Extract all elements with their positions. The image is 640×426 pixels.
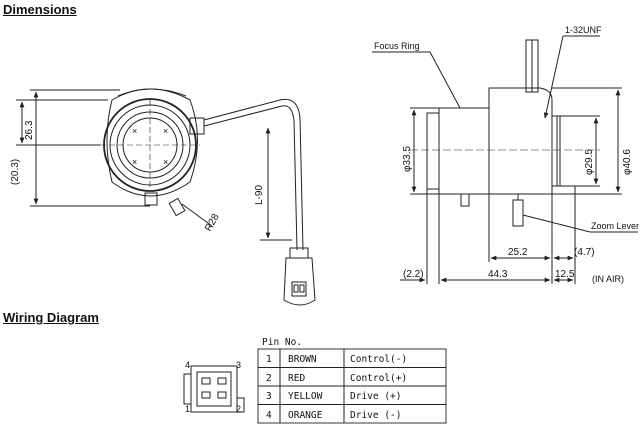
cable-connector-face	[291, 281, 307, 297]
dim-20-3: (20.3)	[10, 159, 21, 185]
connector-latch-left	[183, 373, 192, 405]
pin-row-3-func: Drive (+)	[350, 391, 401, 402]
len-4-7: (4.7)	[574, 247, 595, 258]
side-main-body	[488, 87, 553, 195]
connector-latch-right	[236, 397, 245, 413]
pin-label-1: 1	[185, 404, 190, 414]
pin-label-3: 3	[236, 360, 241, 370]
wiring-diagram-title: Wiring Diagram	[3, 310, 99, 325]
svg-text:×: ×	[132, 157, 137, 167]
dia-33-5: φ33.5	[402, 146, 413, 172]
dimensions-title: Dimensions	[3, 2, 77, 17]
side-front-flange	[426, 112, 440, 190]
side-view: Focus Ring 1-32UNF Zoom Lever φ33.5 φ29.…	[372, 25, 639, 284]
cable	[203, 98, 304, 251]
pin-row-2-no: 2	[266, 373, 272, 384]
len-25-2: 25.2	[508, 247, 528, 258]
pin-label-2: 2	[236, 404, 241, 414]
dia-40-6: φ40.6	[622, 149, 633, 175]
front-zoom-tab	[168, 197, 186, 217]
svg-text:×: ×	[163, 126, 168, 136]
pin-row-2-color: RED	[288, 373, 305, 384]
pin-row-4-color: ORANGE	[288, 410, 323, 421]
connector-face	[196, 371, 232, 407]
pin-1-slot	[201, 391, 211, 399]
cable-length-label: L-90	[254, 185, 265, 205]
pin-table: Pin No. 1 BROWN Control(-) 2 RED Control…	[257, 337, 447, 424]
side-zoom-lever	[512, 199, 524, 227]
svg-text:×: ×	[132, 126, 137, 136]
in-air-label: (IN AIR)	[592, 274, 624, 284]
pin-row-1-func: Control(-)	[350, 354, 407, 365]
side-focus-ring	[438, 107, 490, 195]
len-12-5: 12.5	[555, 269, 575, 280]
cable-boot	[289, 247, 309, 259]
pin-row-1-no: 1	[266, 354, 272, 365]
pin-row-2-func: Control(+)	[350, 373, 407, 384]
pin-row-4-func: Drive (-)	[350, 410, 401, 421]
radius-label: R28	[203, 212, 222, 234]
front-top-cap	[117, 88, 187, 97]
pin-row-4-no: 4	[266, 410, 272, 421]
front-bottom-tab	[144, 192, 158, 206]
pin-row-1-color: BROWN	[288, 354, 317, 365]
pin-3-slot	[217, 377, 227, 385]
len-44-3: 44.3	[488, 269, 508, 280]
pin-row-3-no: 3	[266, 391, 272, 402]
pin-2-slot	[217, 391, 227, 399]
len-2-2: (2.2)	[403, 269, 424, 280]
pin-row-3-color: YELLOW	[288, 391, 323, 402]
pin-label-4: 4	[185, 360, 190, 370]
thread-label: 1-32UNF	[565, 25, 602, 35]
wiring-connector: 4 3 1 2	[183, 360, 245, 414]
focus-ring-label: Focus Ring	[374, 41, 420, 51]
connector-body	[190, 365, 238, 413]
svg-text:×: ×	[163, 157, 168, 167]
dia-29-5: φ29.5	[584, 149, 595, 175]
front-view: × × × × L-90 R28 26.3 (20.3)	[10, 88, 316, 306]
dim-26-3: 26.3	[24, 120, 35, 140]
side-mount	[551, 115, 561, 187]
pin-table-header: Pin No.	[262, 337, 302, 348]
pin-4-slot	[201, 377, 211, 385]
zoom-lever-label: Zoom Lever	[591, 221, 639, 231]
cable-connector-housing	[283, 257, 316, 306]
side-small-tab	[460, 193, 470, 207]
